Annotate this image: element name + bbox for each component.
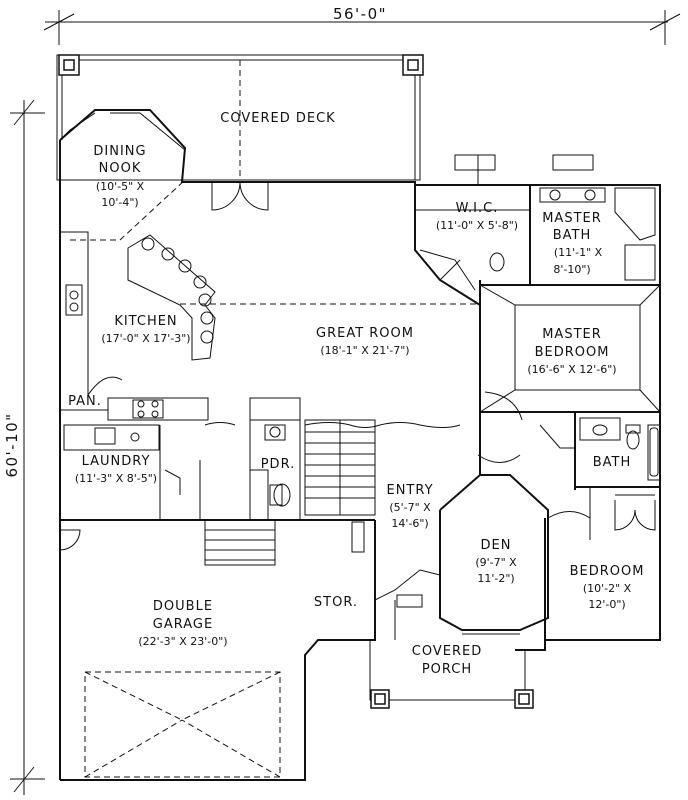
powder-room-label: PDR. [261, 457, 296, 472]
exterior-walls [59, 109, 661, 781]
great-room-label: GREAT ROOM [316, 326, 414, 341]
bedroom-dim-2: 12'-0") [588, 598, 625, 611]
master-suite-walls [414, 185, 660, 400]
left-dimension-line [10, 99, 45, 795]
powder-room [249, 397, 301, 521]
den-dim-2: 11'-2") [477, 572, 514, 585]
master-bath-label-1: MASTER [542, 211, 602, 226]
storage-label: STOR. [314, 595, 358, 610]
laundry-dim: (11'-3" X 8'-5") [75, 472, 157, 485]
overall-width-label: 56'-0" [333, 5, 387, 23]
dining-nook-label-2: NOOK [99, 161, 142, 176]
master-bath-label-2: BATH [553, 228, 592, 243]
garage-door [84, 671, 281, 781]
bedroom-label: BEDROOM [570, 564, 645, 579]
great-room-dim: (18'-1" X 21'-7") [320, 344, 409, 357]
dining-nook-label-1: DINING [93, 144, 146, 159]
kitchen-label: KITCHEN [114, 314, 177, 329]
dining-nook-outline [59, 112, 186, 241]
master-bedroom-tray-ceiling [479, 284, 661, 413]
covered-porch-label-1: COVERED [412, 644, 482, 659]
master-bedroom-label-2: BEDROOM [535, 345, 610, 360]
kitchen-dim: (17'-0" X 17'-3") [101, 332, 190, 345]
bath-fixtures [539, 412, 661, 490]
covered-porch-label-2: PORCH [422, 662, 472, 677]
garage-dim: (22'-3" X 23'-0") [138, 635, 227, 648]
entry-dim-1: (5'-7" X [389, 501, 431, 514]
dining-nook-dim-1: (10'-5" X [96, 180, 145, 193]
garage-steps [204, 519, 276, 566]
entry-label: ENTRY [386, 483, 433, 498]
kitchen-island [127, 234, 216, 361]
den-dim-1: (9'-7" X [475, 556, 517, 569]
overall-depth-label: 60'-10" [3, 412, 21, 477]
pantry-label: PAN. [68, 394, 102, 409]
master-bath-dim-2: 8'-10") [553, 263, 590, 276]
covered-porch-structure [369, 640, 534, 709]
top-dimension-line [43, 10, 681, 45]
deck-door [211, 181, 269, 211]
laundry-label: LAUNDRY [82, 454, 151, 469]
laundry-fixtures [63, 424, 201, 520]
garage-label-1: DOUBLE [153, 599, 213, 614]
garage-label-2: GARAGE [153, 617, 213, 632]
bath-label: BATH [593, 455, 632, 470]
covered-deck-structure [56, 54, 424, 181]
covered-deck-label: COVERED DECK [220, 111, 335, 126]
dining-nook-dim-2: 10'-4") [101, 196, 138, 209]
hall-walls [204, 400, 481, 475]
entry-dim-2: 14'-6") [391, 517, 428, 530]
rear-window-boxes [454, 154, 594, 185]
master-bedroom-door [484, 391, 523, 421]
entry-area [351, 520, 441, 640]
wic-label: W.I.C. [456, 201, 499, 216]
master-bedroom-dim: (16'-6" X 12'-6") [527, 363, 616, 376]
master-bath-dim-1: (11'-1" X [554, 246, 603, 259]
kitchen-counters [60, 231, 209, 421]
wic-dim: (11'-0" X 5'-8") [436, 219, 518, 232]
bedroom-dim-1: (10'-2" X [583, 582, 632, 595]
den-label: DEN [481, 538, 512, 553]
laundry-door [59, 529, 81, 551]
master-bedroom-label-1: MASTER [542, 327, 602, 342]
stairs [304, 419, 376, 516]
den-walls [439, 454, 549, 635]
